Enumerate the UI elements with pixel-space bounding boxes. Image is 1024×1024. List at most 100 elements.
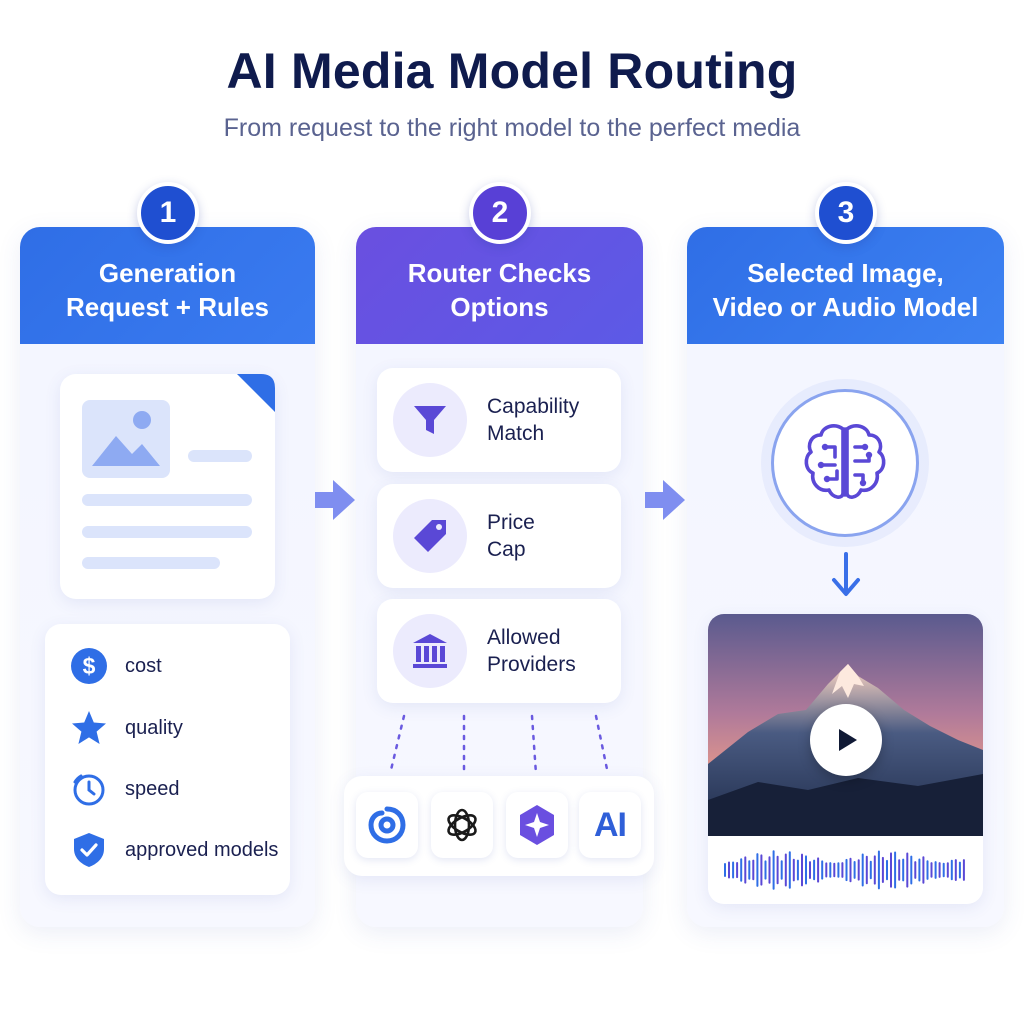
waveform-bar — [881, 856, 884, 883]
criteria-item-approved-models: approved models — [69, 830, 278, 870]
panel-header-step-2: Router Checks Options — [356, 227, 643, 344]
text-line — [82, 557, 220, 569]
waveform-bar — [857, 859, 860, 881]
text-line — [82, 526, 252, 538]
waveform-bar — [837, 862, 840, 878]
page-fold-icon — [237, 374, 275, 412]
flow-arrow-right-icon — [645, 480, 685, 520]
criteria-label: quality — [125, 716, 183, 739]
waveform-bar — [780, 860, 783, 880]
waveform-bar — [732, 861, 735, 879]
ai-logo-icon: AI — [579, 792, 641, 858]
waveform-bar — [825, 862, 828, 878]
openai-logo-icon — [431, 792, 493, 858]
waveform-bar — [950, 859, 953, 881]
waveform-bar — [845, 858, 848, 882]
waveform-bar — [772, 850, 775, 890]
waveform-bar — [934, 861, 937, 879]
step-number-1: 1 — [137, 182, 199, 244]
waveform-bar — [958, 861, 961, 879]
criteria-item-quality: quality — [69, 708, 183, 748]
waveform-bar — [809, 861, 811, 879]
check-label-line-1: Allowed — [487, 626, 561, 649]
ai-logo-text: AI — [594, 805, 627, 844]
waveform-bar — [922, 856, 925, 884]
waveform-bar — [918, 858, 921, 882]
waveform-bar — [792, 858, 795, 882]
waveform-bar — [841, 862, 844, 878]
waveform-bar — [954, 859, 957, 881]
check-allowed-providers: Allowed Providers — [377, 599, 621, 703]
request-document-card — [60, 374, 275, 599]
waveform-bar — [768, 856, 771, 884]
panel-title-line-2: Video or Audio Model — [712, 291, 979, 322]
waveform-bar — [962, 859, 965, 881]
waveform-bar — [873, 855, 876, 885]
waveform-bar — [942, 862, 945, 878]
panel-title-line-1: Generation — [98, 257, 237, 288]
svg-text:$: $ — [83, 653, 96, 679]
waveform-bar — [736, 862, 739, 879]
waveform-bar — [817, 857, 820, 883]
audio-waveform — [724, 850, 965, 890]
waveform-bar — [740, 858, 743, 882]
waveform-bar — [728, 861, 730, 879]
waveform-bar — [877, 850, 880, 890]
price-tag-icon — [393, 499, 467, 573]
shield-check-icon — [69, 830, 109, 870]
waveform-bar — [910, 855, 913, 885]
page-title: AI Media Model Routing — [226, 43, 798, 99]
swirl-logo-icon — [356, 792, 418, 858]
check-label-line-2: Cap — [487, 538, 526, 561]
criteria-label: speed — [125, 777, 180, 800]
dollar-icon: $ — [69, 646, 109, 686]
check-price-cap: Price Cap — [377, 484, 621, 588]
waveform-bar — [869, 860, 872, 880]
text-line — [82, 494, 252, 506]
media-output-card — [708, 614, 983, 904]
panel-title-line-2: Options — [450, 291, 549, 322]
criteria-item-cost: $ cost — [69, 646, 162, 686]
check-label-line-2: Match — [487, 422, 545, 445]
waveform-bar — [813, 859, 816, 881]
waveform-bar — [760, 854, 763, 886]
waveform-bar — [724, 863, 726, 877]
panel-header-step-1: Generation Request + Rules — [20, 227, 315, 344]
waveform-bar — [906, 852, 909, 888]
rules-criteria-card: $ cost quality speed approve — [45, 624, 290, 895]
panel-title-line-1: Router Checks — [407, 257, 592, 288]
waveform-bar — [861, 853, 864, 887]
check-label-line-1: Price — [487, 511, 535, 534]
waveform-bar — [829, 862, 832, 878]
waveform-bar — [788, 851, 791, 889]
step-number-2: 2 — [469, 182, 531, 244]
waveform-bar — [902, 858, 905, 882]
waveform-bar — [886, 859, 888, 881]
waveform-bar — [784, 853, 787, 887]
waveform-bar — [898, 859, 901, 881]
flow-arrow-right-icon — [315, 480, 355, 520]
waveform-bar — [744, 856, 747, 884]
criteria-label: cost — [125, 654, 162, 677]
waveform-bar — [764, 860, 767, 880]
waveform-bar — [776, 855, 779, 885]
step-number-3: 3 — [815, 182, 877, 244]
play-icon — [839, 729, 857, 751]
page-subtitle: From request to the right model to the p… — [223, 114, 801, 142]
waveform-bar — [853, 861, 856, 879]
star-icon — [69, 708, 109, 748]
funnel-icon — [393, 383, 467, 457]
waveform-bar — [796, 859, 799, 881]
text-line — [188, 450, 252, 462]
waveform-bar — [926, 860, 929, 880]
criteria-item-speed: speed — [69, 769, 180, 809]
waveform-bar — [752, 859, 755, 881]
waveform-bar — [748, 860, 751, 880]
arrow-down-icon — [832, 552, 860, 596]
waveform-bar — [890, 852, 892, 888]
image-placeholder-icon — [82, 400, 170, 478]
provider-connector-lines — [388, 714, 610, 776]
panel-header-step-3: Selected Image, Video or Audio Model — [687, 227, 1004, 344]
waveform-bar — [801, 853, 803, 887]
play-button[interactable] — [810, 704, 882, 776]
